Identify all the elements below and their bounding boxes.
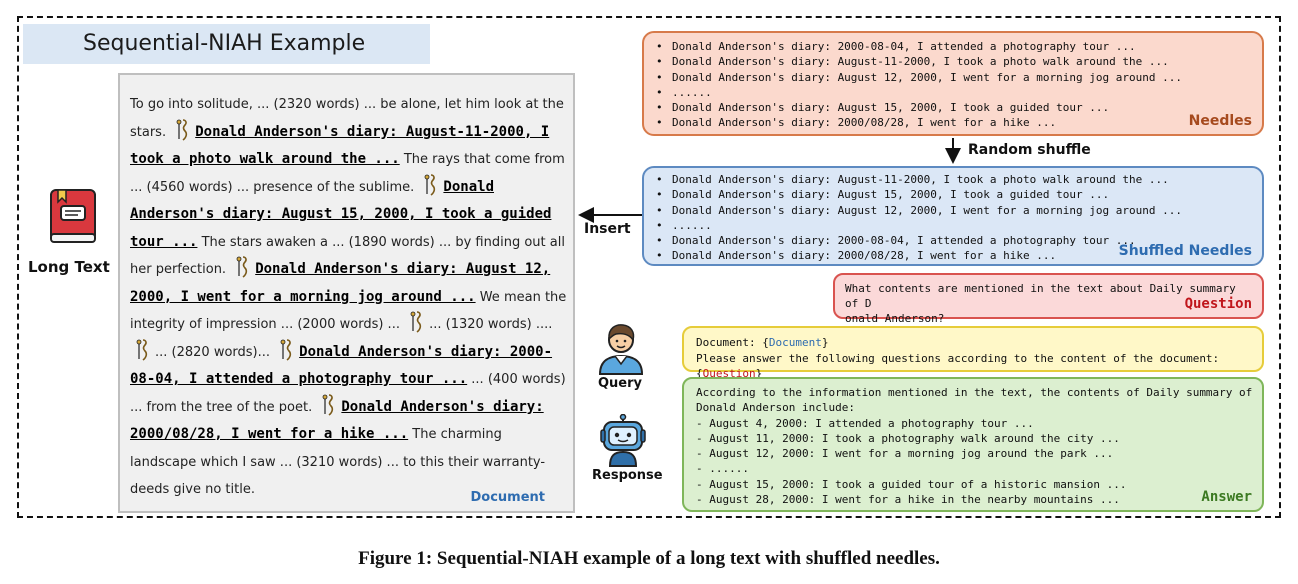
needles-list: Donald Anderson's diary: 2000-08-04, I a… [644, 39, 1262, 131]
needle-item: Donald Anderson's diary: 2000/08/28, I w… [656, 115, 1262, 131]
shuffled-needle-item: Donald Anderson's diary: August 15, 2000… [656, 187, 1262, 203]
needle-pin-icon [422, 173, 440, 196]
document-label: Document [470, 490, 545, 505]
shuffled-needle-item: Donald Anderson's diary: August 12, 2000… [656, 203, 1262, 219]
needle-item: Donald Anderson's diary: 2000-08-04, I a… [656, 39, 1262, 55]
query-box: Document: {Document} Please answer the f… [682, 326, 1264, 380]
random-shuffle-label: Random shuffle [968, 142, 1091, 158]
document-variable: Document [768, 336, 822, 349]
document-text-segment: ... (2820 words)... [155, 344, 275, 360]
inserted-needle: Donald Anderson's diary: August 15, 2000… [130, 178, 552, 250]
figure-caption: Figure 1: Sequential-NIAH example of a l… [358, 548, 940, 569]
needles-box: Donald Anderson's diary: 2000-08-04, I a… [642, 31, 1264, 136]
shuffled-needle-item: Donald Anderson's diary: 2000-08-04, I a… [656, 233, 1262, 249]
needle-pin-icon [234, 256, 252, 278]
document-text-segment: The charming landscape which I saw ... (… [130, 427, 546, 497]
document-text-segment: To go into solitude, ... (2320 words) ..… [130, 97, 564, 140]
shuffled-needle-item: Donald Anderson's diary: August-11-2000,… [656, 172, 1262, 188]
book-icon [50, 189, 96, 243]
shuffled-needles-box: Donald Anderson's diary: August-11-2000,… [642, 166, 1264, 266]
needle-item: Donald Anderson's diary: August 15, 2000… [656, 100, 1262, 116]
long-text-label: Long Text [28, 258, 110, 276]
figure-title: Sequential-NIAH Example [23, 24, 430, 64]
shuffled-needles-label: Shuffled Needles [1118, 243, 1252, 259]
shuffled-needle-item: ...... [656, 218, 1262, 234]
person-icon [598, 324, 644, 375]
robot-icon [600, 414, 646, 467]
answer-label: Answer [1201, 488, 1252, 505]
document-text-segment: ... (400 words) ... from the tree of the… [130, 372, 566, 415]
answer-lines: According to the information mentioned i… [696, 385, 1253, 507]
query-label: Query [598, 376, 643, 391]
answer-line: - August 15, 2000: I took a guided tour … [696, 477, 1127, 491]
answer-line: Donald Anderson include: [696, 401, 855, 415]
question-variable: Question [702, 367, 756, 380]
needle-pin-icon [320, 393, 338, 416]
document-panel: To go into solitude, ... (2320 words) ..… [118, 73, 575, 513]
needle-item: ...... [656, 85, 1262, 101]
answer-line: According to the information mentioned i… [696, 386, 1253, 399]
question-line-2: onald Anderson? [845, 312, 945, 325]
answer-line: - August 12, 2000: I went for a morning … [696, 447, 1114, 461]
shuffled-needle-item: Donald Anderson's diary: 2000/08/28, I w… [656, 248, 1262, 264]
needle-item: Donald Anderson's diary: August-11-2000,… [656, 54, 1262, 70]
document-text: To go into solitude, ... (2320 words) ..… [130, 91, 570, 504]
answer-line: - ...... [696, 462, 749, 476]
needle-pin-icon [134, 338, 152, 361]
response-label: Response [592, 468, 663, 483]
document-text-segment: The stars awaken a ... (1890 words) ... … [130, 234, 565, 278]
query-line-1: Document: {Document} [696, 336, 829, 349]
shuffled-needles-list: Donald Anderson's diary: August-11-2000,… [644, 172, 1262, 264]
answer-box: According to the information mentioned i… [682, 377, 1264, 512]
inserted-needle: Donald Anderson's diary: 2000-08-04, I a… [130, 343, 553, 388]
needle-pin-icon [408, 311, 426, 333]
question-box: What contents are mentioned in the text … [833, 273, 1264, 325]
answer-line: - August 28, 2000: I went for a hike in … [696, 493, 1120, 507]
document-text-segment: ... (1320 words) .... [429, 317, 553, 332]
needles-label: Needles [1188, 113, 1252, 129]
inserted-needle: Donald Anderson's diary: August-11-2000,… [130, 123, 550, 168]
document-text-segment: We mean the integrity of impression ... … [130, 289, 567, 333]
needle-pin-icon [278, 338, 296, 361]
needle-item: Donald Anderson's diary: August 12, 2000… [656, 70, 1262, 86]
needle-pin-icon [174, 118, 192, 141]
insert-label: Insert [584, 221, 631, 237]
query-line-2: Please answer the following questions ac… [696, 351, 1220, 381]
answer-line: - August 11, 2000: I took a photography … [696, 431, 1120, 445]
inserted-needle: Donald Anderson's diary: 2000/08/28, I w… [130, 398, 544, 443]
inserted-needle: Donald Anderson's diary: August 12, 2000… [130, 261, 551, 305]
question-line-1: What contents are mentioned in the text … [845, 282, 1236, 310]
document-text-segment: The rays that come from ... (4560 words)… [130, 152, 565, 195]
outer-dashed-frame [17, 16, 1281, 518]
question-label: Question [1184, 296, 1252, 312]
answer-line: - August 4, 2000: I attended a photograp… [696, 416, 1034, 430]
